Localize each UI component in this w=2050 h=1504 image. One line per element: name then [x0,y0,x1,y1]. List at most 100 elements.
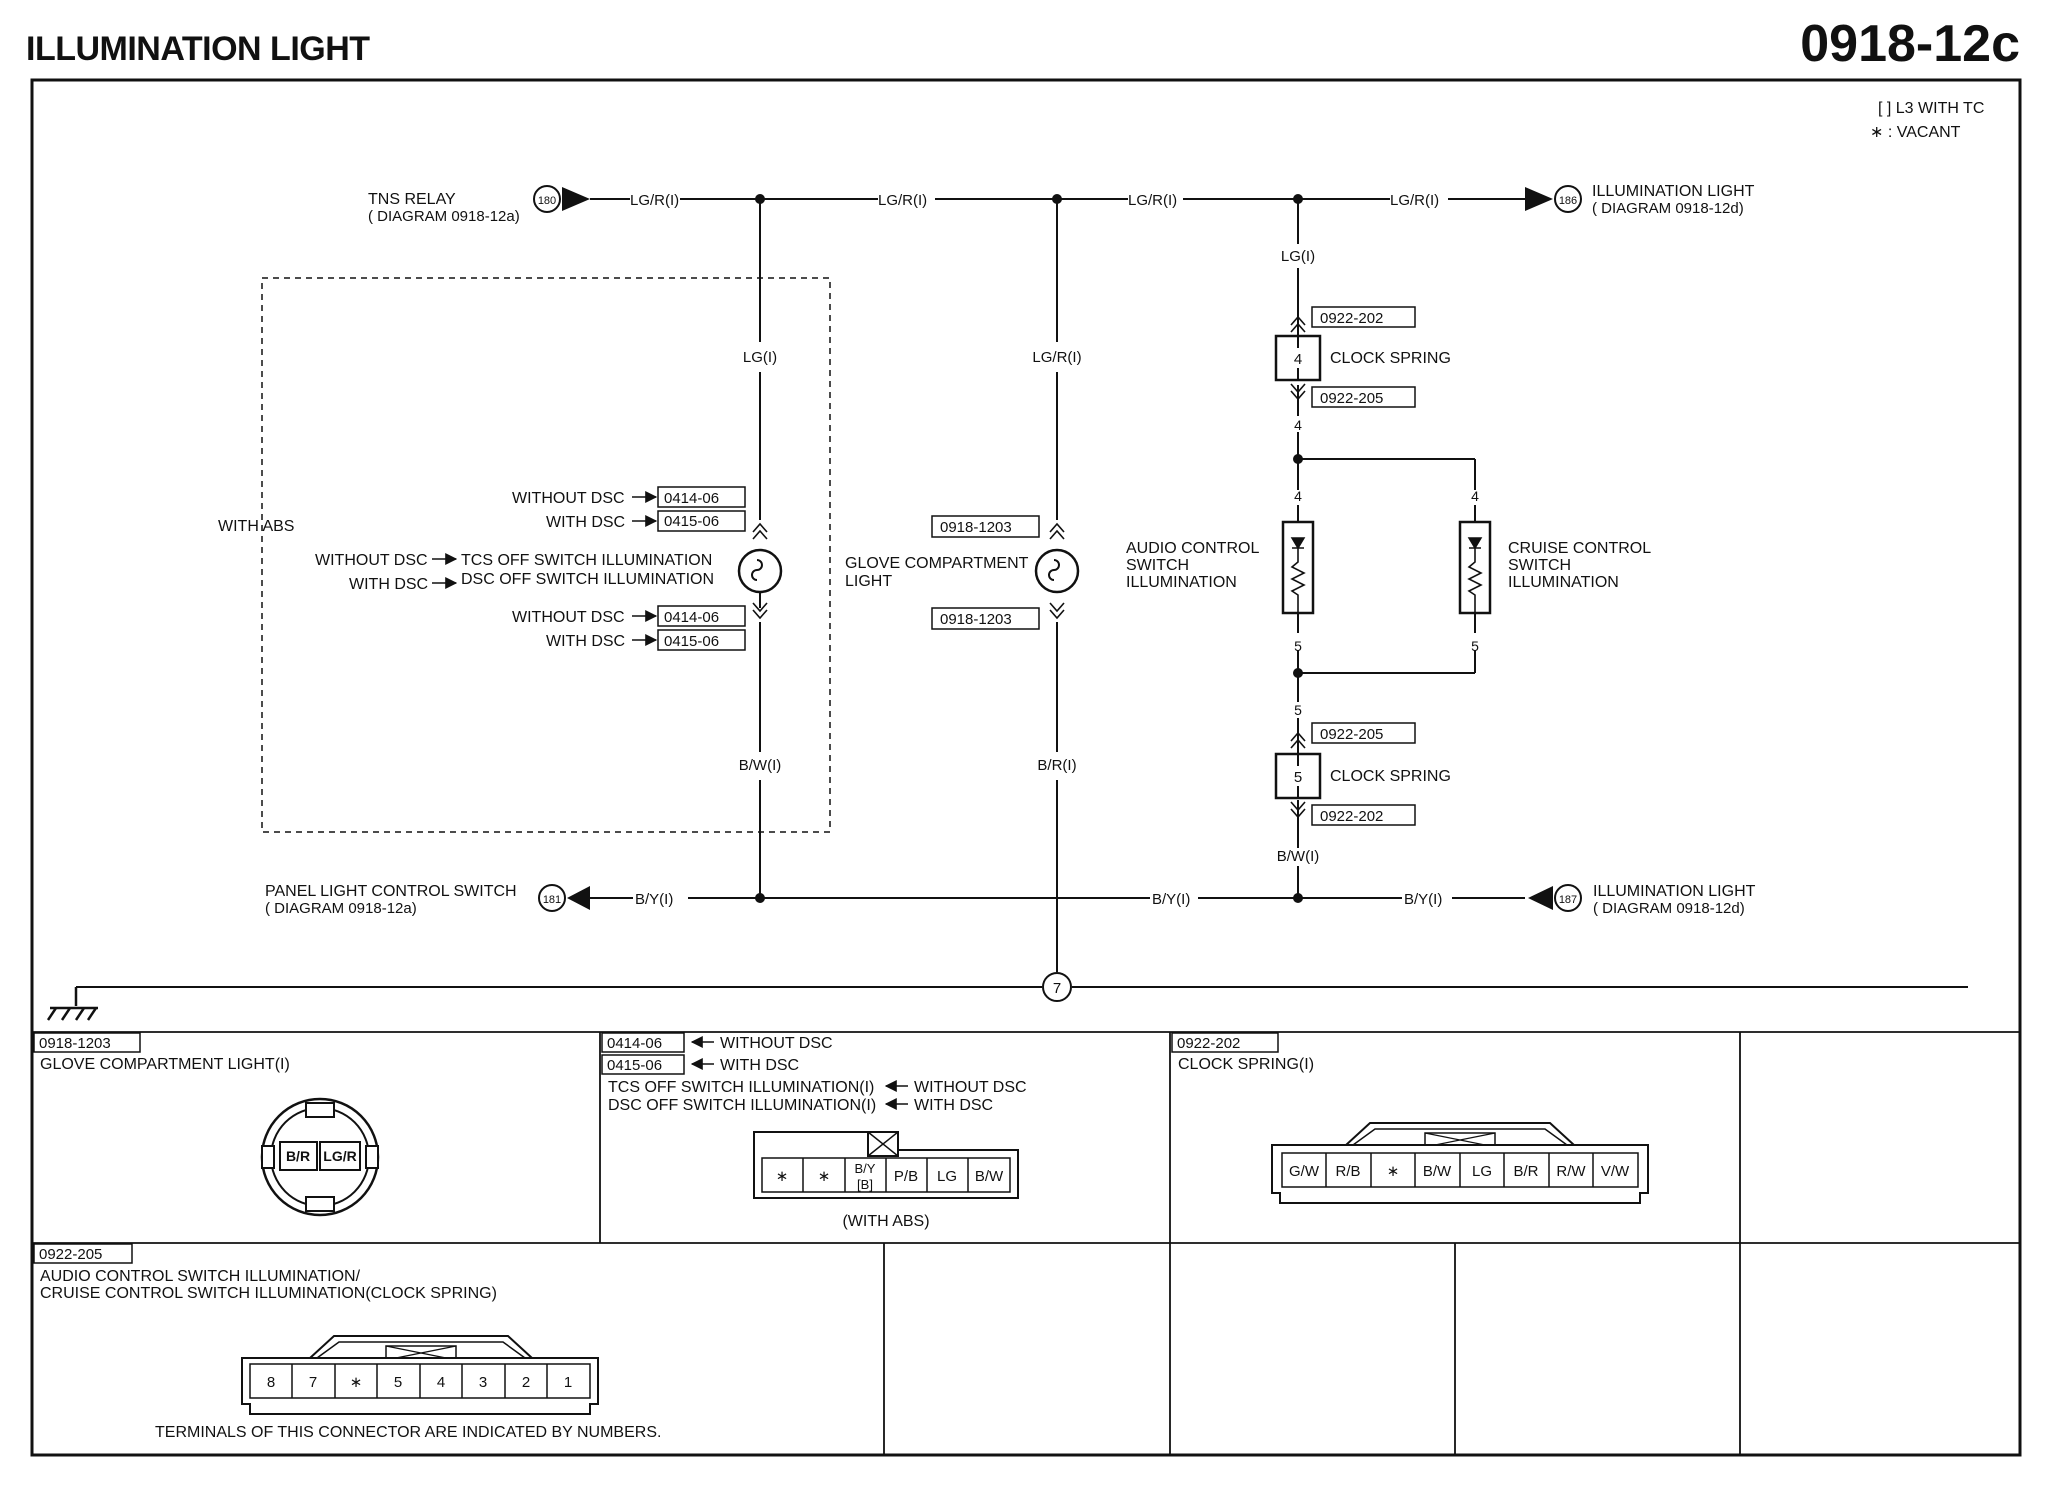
svg-text:G/W: G/W [1289,1163,1320,1180]
panel-light-label: PANEL LIGHT CONTROL SWITCH [265,883,517,900]
abs-connector-labels: WITHOUT DSC 0414-06 WITH DSC 0415-06 WIT… [315,486,746,651]
pin-number: 5 [1471,638,1479,654]
svg-text:0414-06: 0414-06 [664,490,719,507]
cruise-control-label: CRUISE CONTROL [1508,540,1651,557]
illumination-light-label: ILLUMINATION LIGHT [1593,883,1756,900]
svg-text:LG/R: LG/R [323,1148,356,1164]
svg-text:B/R: B/R [1513,1163,1538,1180]
svg-text:R/B: R/B [1335,1163,1360,1180]
glove-compartment-label: GLOVE COMPARTMENT [845,555,1029,572]
audio-control-label: SWITCH [1126,557,1189,574]
junction-dot [755,893,765,903]
connector-code: 0922-202 [1320,808,1383,825]
terminal-male-icon [752,522,768,540]
connector-box [931,607,1040,630]
svg-text:TCS OFF SWITCH ILLUMINATION(I): TCS OFF SWITCH ILLUMINATION(I) [608,1079,874,1096]
svg-text:WITHOUT DSC: WITHOUT DSC [720,1035,833,1052]
pin-number: 5 [1294,638,1302,654]
junction-dot [1293,668,1303,678]
svg-text:0922-202: 0922-202 [1177,1035,1240,1052]
connector-arrow-icon [567,886,590,910]
svg-text:0415-06: 0415-06 [664,633,719,650]
svg-text:∗: ∗ [818,1168,831,1185]
connector-box [931,515,1040,538]
wire-label: LG/R(I) [1390,192,1439,209]
connector-panel-audio-cruise: 0922-205 AUDIO CONTROL SWITCH ILLUMINATI… [33,1243,661,1441]
connector-panel-clock-spring: 0922-202 CLOCK SPRING(I) G/W R/B ∗ B/W L… [1171,1032,1649,1204]
svg-text:0414-06: 0414-06 [664,609,719,626]
audio-control-label: AUDIO CONTROL [1126,540,1259,557]
clock-spring-label: CLOCK SPRING [1330,768,1451,785]
wire-label: B/W(I) [739,757,782,774]
ref-number: 186 [1559,195,1577,207]
bulb-filament-icon [751,559,763,581]
svg-text:∗: ∗ [350,1374,363,1391]
terminal-female-icon [1290,801,1306,819]
bulb-filament-icon [1048,559,1060,581]
connector-arrow-icon [1528,886,1553,910]
svg-text:B/W: B/W [975,1168,1004,1185]
legend-tc: [ ] L3 WITH TC [1878,100,1984,117]
terminal-male-icon [1049,522,1065,540]
connector-panel-glove: 0918-1203 GLOVE COMPARTMENT LIGHT(I) B/R… [33,1032,380,1217]
svg-text:0414-06: 0414-06 [607,1035,662,1052]
connector-code: 0922-205 [1320,390,1383,407]
svg-text:TCS OFF SWITCH ILLUMINATION: TCS OFF SWITCH ILLUMINATION [461,552,712,569]
pin-number: 4 [1294,351,1302,368]
connector-code: 0918-1203 [940,519,1012,536]
ground-icon [46,987,98,1021]
terminal-female-icon [752,602,768,620]
svg-text:8: 8 [267,1374,275,1391]
wire-label: B/W(I) [1277,848,1320,865]
svg-text:4: 4 [437,1374,445,1391]
connector-code: 0918-1203 [940,611,1012,628]
svg-text:LG: LG [937,1168,957,1185]
pin-number: 4 [1294,417,1302,433]
svg-text:WITHOUT DSC: WITHOUT DSC [512,609,625,626]
svg-text:2: 2 [522,1374,530,1391]
svg-text:DSC OFF SWITCH ILLUMINATION(I): DSC OFF SWITCH ILLUMINATION(I) [608,1097,876,1114]
svg-text:WITHOUT DSC: WITHOUT DSC [315,552,428,569]
ref-circle-180 [533,185,561,213]
pin-number: 4 [1471,488,1479,504]
connector-box [1311,306,1416,328]
wire-label: B/Y(I) [635,891,673,908]
ground-point-number: 7 [1053,980,1061,997]
connector-arrow-icon [562,187,590,211]
diagram-code: 0918-12c [1800,15,2020,73]
svg-text:7: 7 [309,1374,317,1391]
with-abs-label: WITH ABS [218,518,294,535]
pin-number: 4 [1294,488,1302,504]
wire-label: LG/R(I) [1128,192,1177,209]
svg-text:3: 3 [479,1374,487,1391]
svg-text:TERMINALS OF THIS CONNECTOR AR: TERMINALS OF THIS CONNECTOR ARE INDICATE… [155,1424,661,1441]
svg-text:CRUISE CONTROL SWITCH ILLUMINA: CRUISE CONTROL SWITCH ILLUMINATION(CLOCK… [40,1285,497,1302]
clock-spring-label: CLOCK SPRING [1330,350,1451,367]
resistor-icon [1467,548,1483,612]
tns-relay-label: TNS RELAY [368,191,456,208]
svg-text:WITH DSC: WITH DSC [914,1097,993,1114]
svg-text:R/W: R/W [1556,1163,1586,1180]
terminal-female-icon [1049,602,1065,620]
bulb-icon [1034,548,1080,594]
pin-number: 5 [1294,702,1302,718]
connector-box [1311,386,1416,408]
ref-number: 180 [538,195,556,207]
wire-label: LG/R(I) [1032,349,1081,366]
svg-text:∗: ∗ [1387,1163,1400,1180]
connector-box [1311,804,1416,826]
svg-text:GLOVE COMPARTMENT LIGHT(I): GLOVE COMPARTMENT LIGHT(I) [40,1056,290,1073]
svg-text:0415-06: 0415-06 [664,513,719,530]
svg-text:0922-205: 0922-205 [39,1246,102,1263]
svg-text:CLOCK SPRING(I): CLOCK SPRING(I) [1178,1056,1314,1073]
pin-number: 5 [1294,769,1302,786]
wire-label: B/R(I) [1037,757,1076,774]
svg-text:0918-1203: 0918-1203 [39,1035,111,1052]
connector-code: 0922-205 [1320,726,1383,743]
svg-text:WITHOUT DSC: WITHOUT DSC [914,1079,1027,1096]
svg-text:WITHOUT DSC: WITHOUT DSC [512,490,625,507]
connector-panel-abs: 0414-06 WITHOUT DSC 0415-06 WITH DSC TCS… [601,1032,1027,1230]
illumination-light-diagram: ( DIAGRAM 0918-12d) [1592,200,1744,217]
diagram-frame [30,78,2022,1457]
svg-text:5: 5 [394,1374,402,1391]
